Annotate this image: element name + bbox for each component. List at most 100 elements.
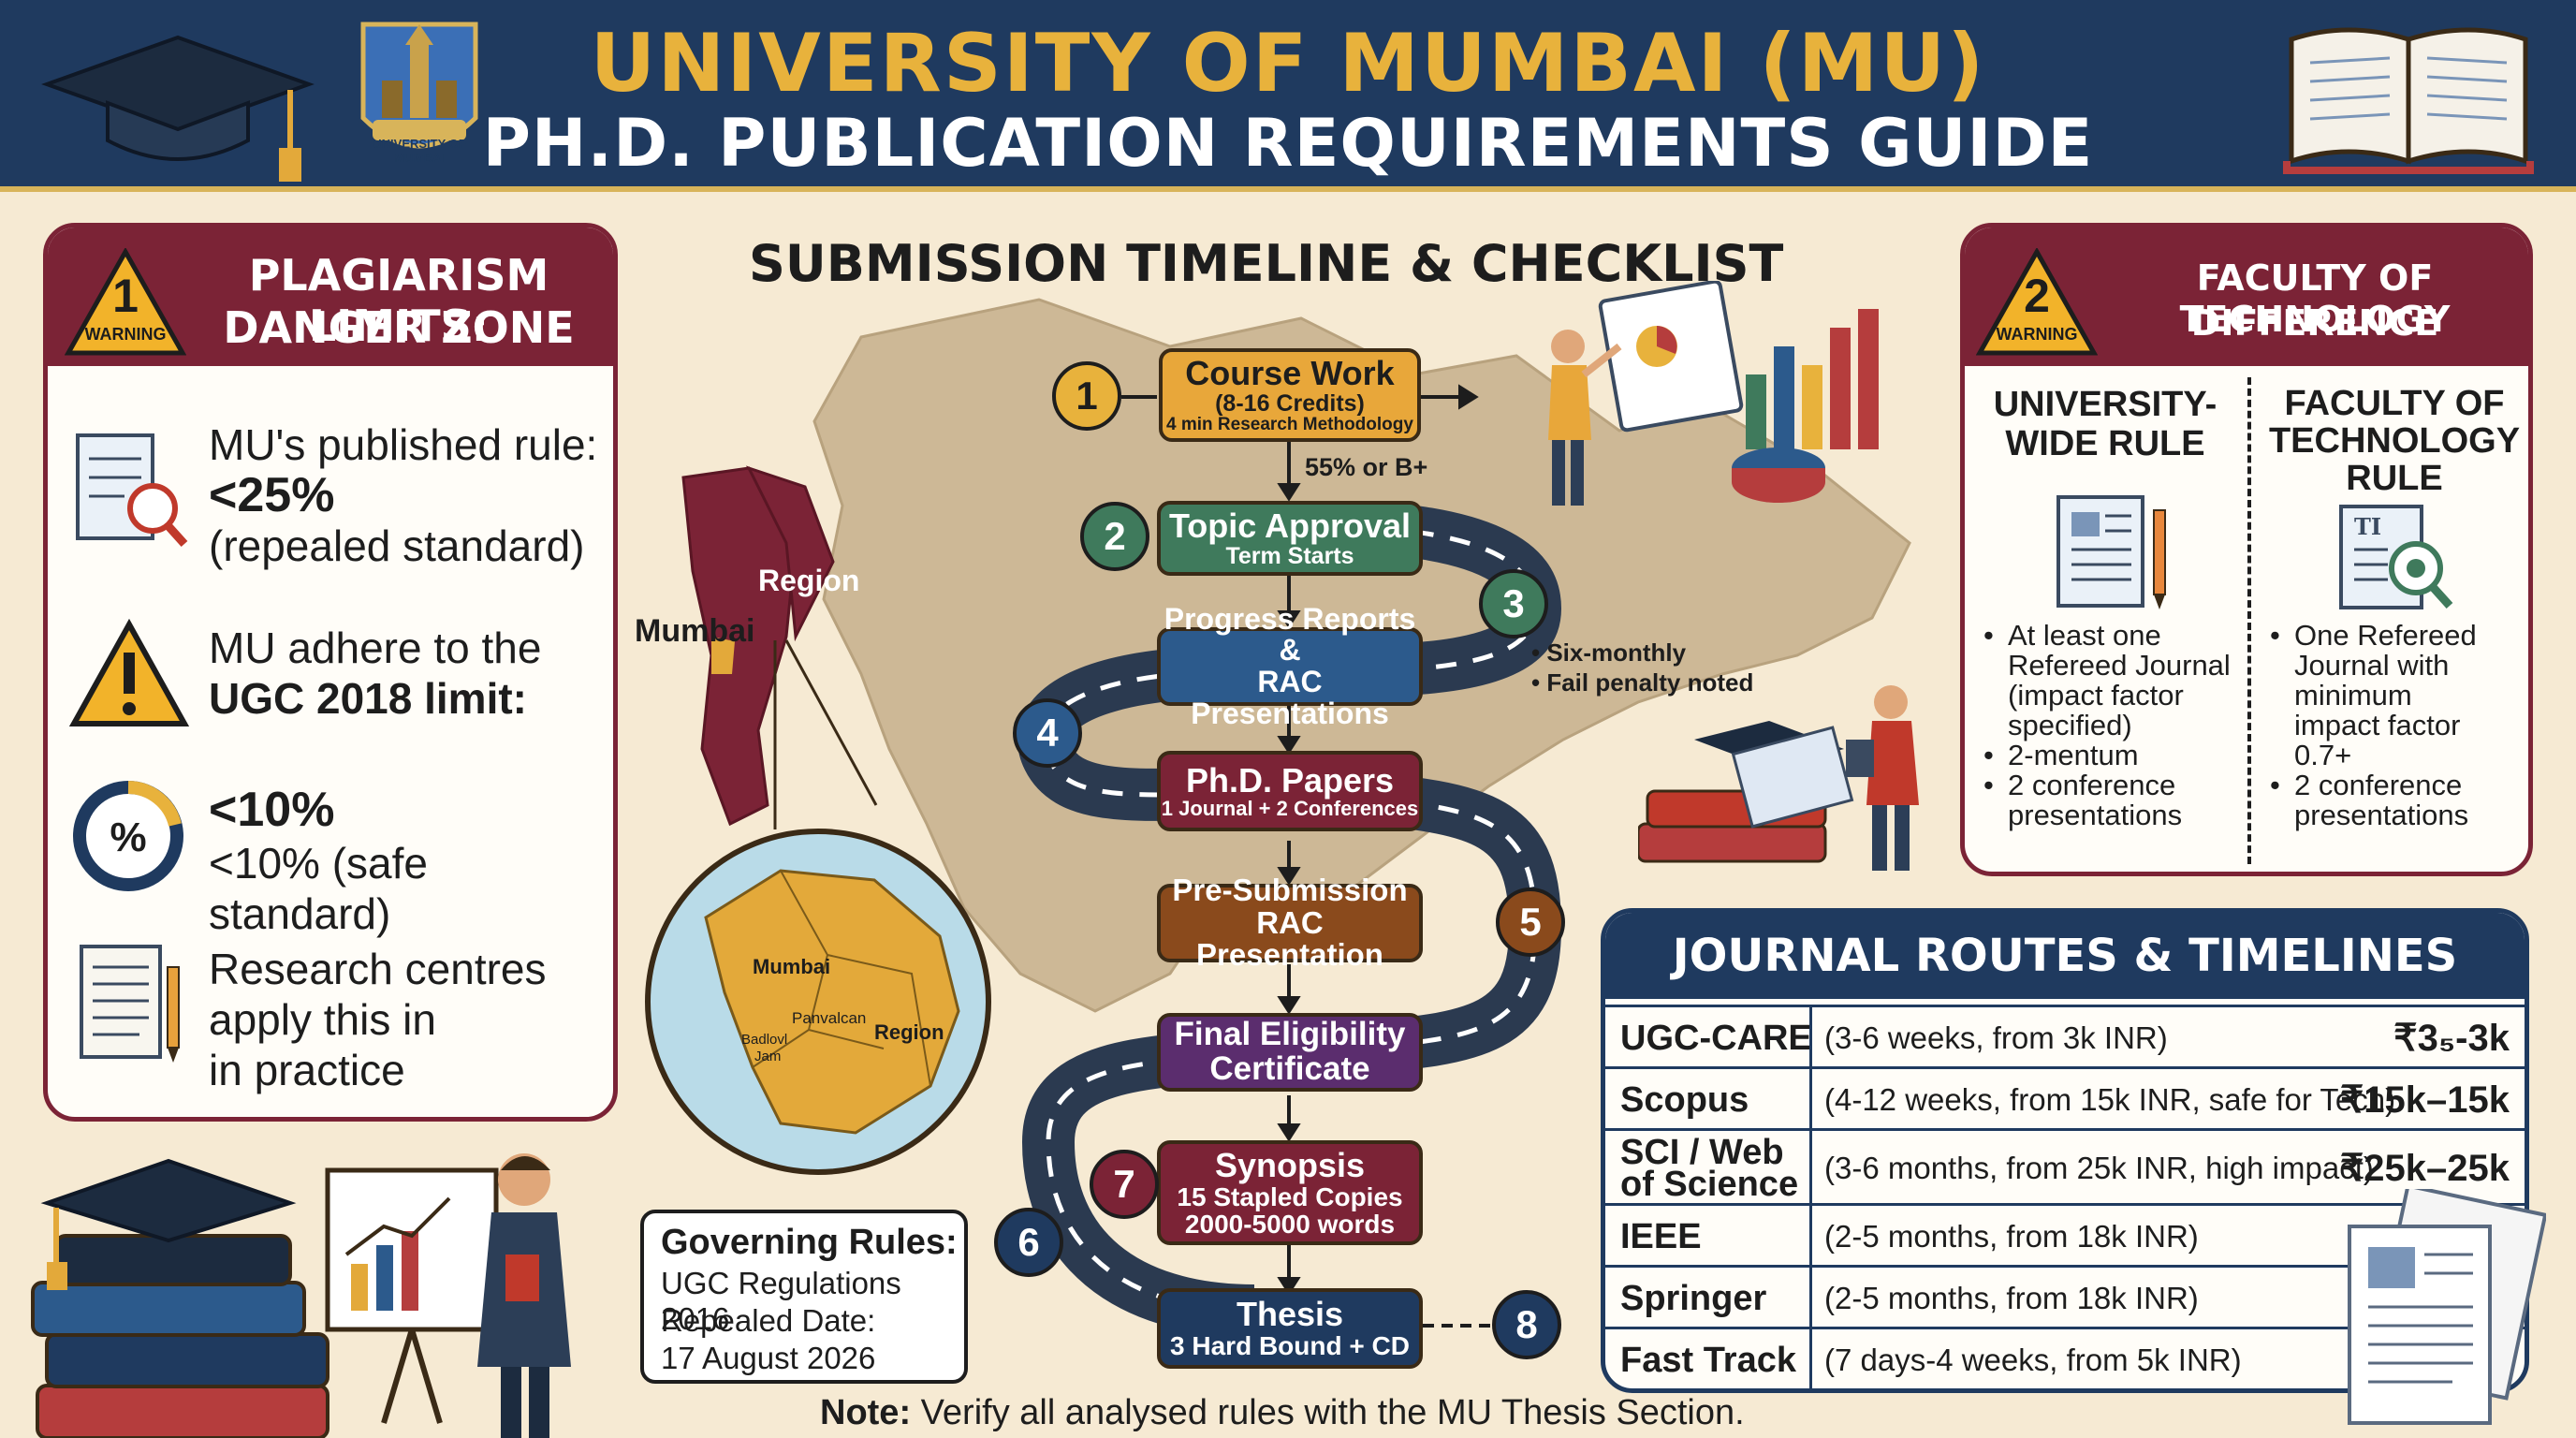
step-6-sub: Certificate bbox=[1209, 1050, 1370, 1087]
faculty-left-bullet-2-line-1: 2-mentum bbox=[2008, 739, 2139, 771]
governing-title: Governing Rules: bbox=[661, 1223, 958, 1262]
books-presenter-illustration bbox=[31, 1153, 571, 1438]
faculty-badge-number: 2 bbox=[2024, 270, 2050, 322]
plagiarism-title-line-2: DANGER ZONE bbox=[223, 302, 575, 353]
faculty-right-heading-2: TECHNOLOGY bbox=[2268, 421, 2521, 461]
step-3-sub: RAC Presentations bbox=[1191, 665, 1389, 730]
step-6-title: Final Eligibility bbox=[1174, 1016, 1406, 1053]
faculty-divider bbox=[2247, 377, 2251, 864]
journal-price: ₹15k–15k bbox=[2339, 1079, 2510, 1121]
annotation-fail-penalty: • Fail penalty noted bbox=[1531, 668, 1754, 697]
step-thesis: Thesis 3 Hard Bound + CD bbox=[1157, 1288, 1423, 1369]
step-topic-approval: Topic Approval Term Starts bbox=[1157, 501, 1423, 576]
plagiarism-item-1-line-2: <25% bbox=[209, 468, 335, 522]
step-final-eligibility: Final Eligibility Certificate bbox=[1157, 1013, 1423, 1092]
mumbai-inset-map bbox=[645, 829, 991, 1175]
timeline-title: SUBMISSION TIMELINE & CHECKLIST bbox=[749, 234, 1784, 293]
table-row: Fast Track (7 days-4 weeks, from 5k INR) bbox=[1605, 1327, 2525, 1388]
document-pencil-icon bbox=[2056, 495, 2166, 609]
step-3-title: Progress Reports & bbox=[1164, 601, 1416, 668]
plagiarism-item-2-line-1: MU adhere to the bbox=[209, 624, 542, 672]
faculty-right-heading-3: RULE bbox=[2346, 459, 2443, 498]
faculty-left-bullet-1-line-3: (impact factor bbox=[2008, 679, 2184, 712]
step-progress-reports: Progress Reports & RAC Presentations bbox=[1157, 603, 1423, 728]
document-gear-icon: TI bbox=[2339, 505, 2453, 609]
warning-triangle-icon bbox=[65, 248, 186, 356]
open-book-icon bbox=[2283, 27, 2534, 174]
step-1-title: Course Work bbox=[1185, 354, 1395, 392]
step-phd-papers: Ph.D. Papers 1 Journal + 2 Conferences bbox=[1157, 751, 1423, 831]
journal-name-line-1: SCI / Web bbox=[1620, 1133, 1784, 1172]
column-divider bbox=[1809, 1206, 1812, 1265]
document-magnifier-icon bbox=[76, 433, 188, 548]
warning-badge-label: WARNING bbox=[84, 325, 167, 344]
annotation-six-monthly: • Six-monthly bbox=[1531, 638, 1687, 667]
svg-text:TI: TI bbox=[2354, 513, 2381, 540]
step-7-sub2: 2000-5000 words bbox=[1184, 1209, 1396, 1239]
inset-connector-lines bbox=[773, 639, 878, 829]
map-label-region: Region bbox=[758, 564, 860, 597]
step-connectors bbox=[1121, 384, 1494, 1328]
step-number-5: 5 bbox=[1496, 888, 1565, 957]
faculty-right-bullet-2-line-1: 2 conference bbox=[2294, 769, 2463, 801]
step-pre-submission: Pre-Submission RAC Presentation bbox=[1157, 873, 1423, 971]
journal-name: IEEE bbox=[1620, 1217, 1702, 1256]
plagiarism-item-4-line-2: apply this in bbox=[209, 995, 436, 1044]
table-row: SCI / Web of Science (3-6 months, from 2… bbox=[1605, 1128, 2525, 1203]
document-pencil-icon bbox=[80, 945, 180, 1063]
journal-desc: (4-12 weeks, from 15k INR, safe for Tech… bbox=[1824, 1082, 2396, 1117]
step-number-6: 6 bbox=[994, 1208, 1063, 1277]
step-number-8: 8 bbox=[1492, 1290, 1561, 1359]
university-emblem-icon bbox=[360, 22, 478, 149]
inset-label-mumbai: Mumbai bbox=[753, 955, 831, 978]
journal-price: ₹3₅-3k bbox=[2393, 1018, 2510, 1059]
plagiarism-title-line-1: PLAGIARISM LIMITS: bbox=[248, 250, 549, 351]
step-2-title: Topic Approval bbox=[1168, 506, 1411, 545]
faculty-left-bullet-2: •2-mentum bbox=[1983, 739, 2139, 771]
faculty-right-bullet-1-line-4: impact factor bbox=[2294, 709, 2461, 741]
step-1-sub2: 4 min Research Methodology bbox=[1166, 415, 1413, 435]
step-number-2: 2 bbox=[1080, 502, 1149, 571]
percent-gauge-icon: % bbox=[73, 781, 183, 891]
faculty-badge-label: WARNING bbox=[1996, 325, 2078, 344]
faculty-left-heading-1: UNIVERSITY- bbox=[1993, 385, 2217, 424]
step-number-1: 1 bbox=[1052, 361, 1121, 431]
step-8-title: Thesis bbox=[1236, 1295, 1344, 1334]
plagiarism-item-3-line-2: <10% (safe standard) bbox=[209, 839, 428, 938]
title-line-2: PH.D. PUBLICATION REQUIREMENTS GUIDE bbox=[482, 105, 2094, 182]
column-divider bbox=[1809, 1268, 1812, 1327]
step-7-title: Synopsis bbox=[1214, 1145, 1366, 1184]
step-4-sub: 1 Journal + 2 Conferences bbox=[1161, 797, 1419, 821]
step-7-sub: 15 Stapled Copies bbox=[1177, 1181, 1403, 1211]
plagiarism-item-1-line-1: MU's published rule: bbox=[209, 420, 598, 469]
governing-line-3: 17 August 2026 bbox=[661, 1341, 876, 1375]
presenter-chart-illustration bbox=[1548, 281, 1879, 506]
journal-name: Scopus bbox=[1620, 1080, 1749, 1120]
warning-triangle-icon bbox=[1976, 248, 2098, 356]
journal-price: ₹25k–25k bbox=[2339, 1148, 2510, 1189]
faculty-title-line-2: DIFFERENCE bbox=[2190, 302, 2439, 344]
faculty-right-bullet-1: • One Refereed Journal with minimum impa… bbox=[2270, 619, 2477, 771]
faculty-right-bullets: • One Refereed Journal with minimum impa… bbox=[2270, 619, 2528, 830]
footer-note: Note: Verify all analysed rules with the… bbox=[820, 1393, 1745, 1433]
plagiarism-item-4-line-1: Research centres bbox=[209, 945, 547, 993]
step-number-3: 3 bbox=[1479, 569, 1548, 638]
warning-triangle-icon bbox=[68, 619, 190, 726]
note-text: Verify all analysed rules with the MU Th… bbox=[911, 1393, 1745, 1432]
step-course-work: Course Work (8-16 Credits) 4 min Researc… bbox=[1159, 348, 1421, 442]
svg-text:%: % bbox=[110, 814, 146, 860]
journal-name-line-2: of Science bbox=[1620, 1165, 1799, 1204]
table-row: Scopus (4-12 weeks, from 15k INR, safe f… bbox=[1605, 1066, 2525, 1128]
step-number-7: 7 bbox=[1090, 1150, 1159, 1219]
governing-line-1: UGC Regulations 2016 bbox=[661, 1266, 901, 1336]
header-bar: UNIVERSITY OF MUMBAI UNIVERSITY OF MUMBA… bbox=[0, 0, 2576, 192]
column-divider bbox=[1809, 1329, 1812, 1388]
step-number-4: 4 bbox=[1013, 698, 1082, 768]
warning-badge-number: 1 bbox=[112, 270, 139, 322]
governing-rules-box: Governing Rules: UGC Regulations 2016 Re… bbox=[640, 1210, 968, 1384]
plagiarism-panel: 1 WARNING PLAGIARISM LIMITS: DANGER ZONE… bbox=[43, 223, 618, 1122]
faculty-right-bullet-1-line-3: minimum bbox=[2294, 679, 2412, 712]
faculty-left-bullet-1-line-1: At least one bbox=[2008, 619, 2161, 652]
journal-desc: (3-6 weeks, from 3k INR) bbox=[1824, 1020, 2168, 1055]
faculty-panel: 2 WARNING FACULTY OF TECHNOLOGY DIFFEREN… bbox=[1960, 223, 2533, 876]
